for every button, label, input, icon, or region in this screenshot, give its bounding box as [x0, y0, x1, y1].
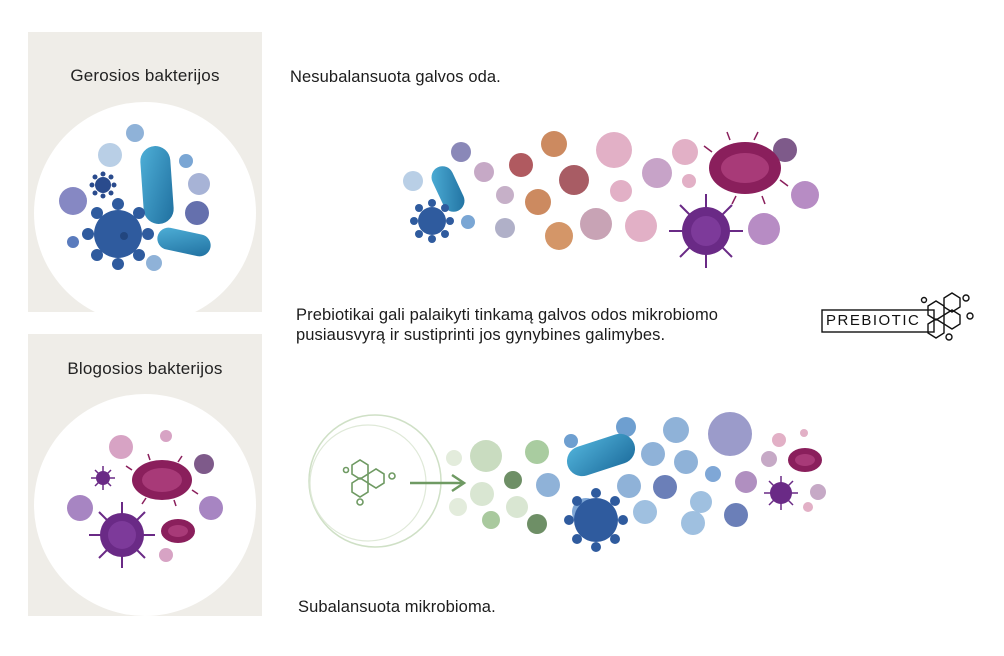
- bad-bacteria-title: Blogosios bakterijos: [67, 359, 223, 378]
- balanced-magenta-bacterium-icon: [788, 448, 822, 472]
- unbalanced-cluster: [403, 131, 819, 268]
- small-purple-virus-icon: [91, 466, 115, 490]
- balanced-purple-virus-icon: [764, 476, 798, 510]
- unbalanced-caption: Nesubalansuota galvos oda.: [290, 68, 501, 86]
- large-blue-virus-icon: [82, 198, 154, 270]
- small-magenta-bacterium-icon: [161, 519, 195, 543]
- prebiotic-action: [308, 414, 467, 548]
- prebiotic-logo-hexagons-icon: [821, 292, 974, 341]
- good-bacteria-group: [59, 124, 211, 271]
- balanced-blue-virus-icon: [564, 488, 628, 552]
- large-purple-virus-icon: [89, 502, 155, 568]
- unbalanced-blue-virus-icon: [410, 199, 454, 243]
- arrow-right-icon: [410, 473, 467, 493]
- prebiotic-molecule-icon: [342, 459, 396, 506]
- prebiotic-caption-line1: Prebiotikai gali palaikyti tinkamą galvo…: [296, 306, 719, 324]
- bad-bacteria-group: [67, 430, 223, 568]
- prebiotic-logo: PREBIOTIC: [820, 290, 980, 350]
- unbalanced-magenta-bacterium-icon: [703, 131, 789, 205]
- balanced-cluster: [446, 412, 826, 552]
- unbalanced-purple-virus-icon: [669, 194, 743, 268]
- small-blue-virus-icon: [89, 171, 117, 199]
- balanced-caption: Subalansuota mikrobioma.: [298, 598, 496, 616]
- good-bacteria-title: Gerosios bakterijos: [70, 66, 220, 85]
- prebiotic-logo-label: PREBIOTIC: [826, 312, 921, 329]
- magenta-bacterium-icon: [125, 453, 199, 507]
- prebiotic-caption-line2: pusiausvyrą ir sustiprinti jos gynybines…: [296, 326, 666, 344]
